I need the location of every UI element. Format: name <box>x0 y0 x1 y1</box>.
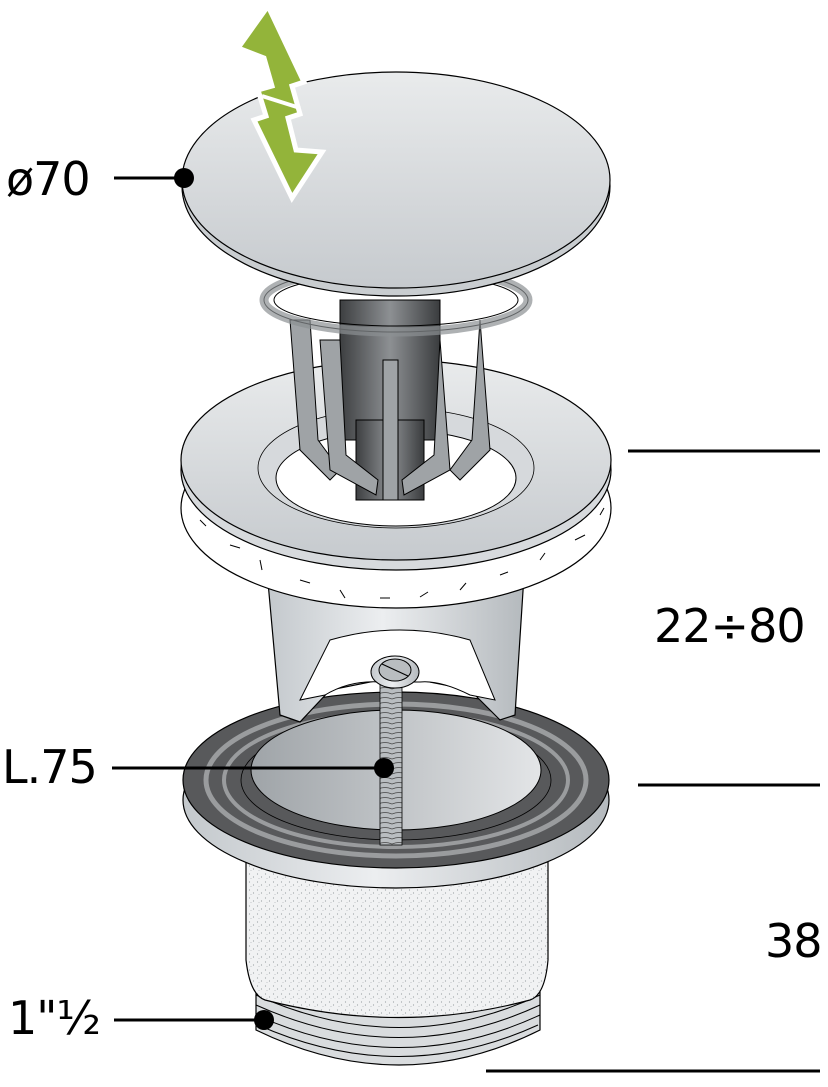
cap <box>181 71 611 297</box>
up-down-arrow-icon <box>234 1 327 204</box>
cap-diameter-label: ø70 <box>6 152 91 206</box>
leader-dots <box>174 168 394 1030</box>
drain-body <box>245 859 549 1019</box>
screw-length-label: L.75 <box>2 740 98 794</box>
leader-lines <box>112 176 820 1073</box>
body-height-label: 38 <box>765 914 823 968</box>
thread-size-label: 1"½ <box>8 991 101 1045</box>
plug-mechanism <box>259 263 533 501</box>
basin-thickness-range-label: 22÷80 <box>654 599 806 653</box>
